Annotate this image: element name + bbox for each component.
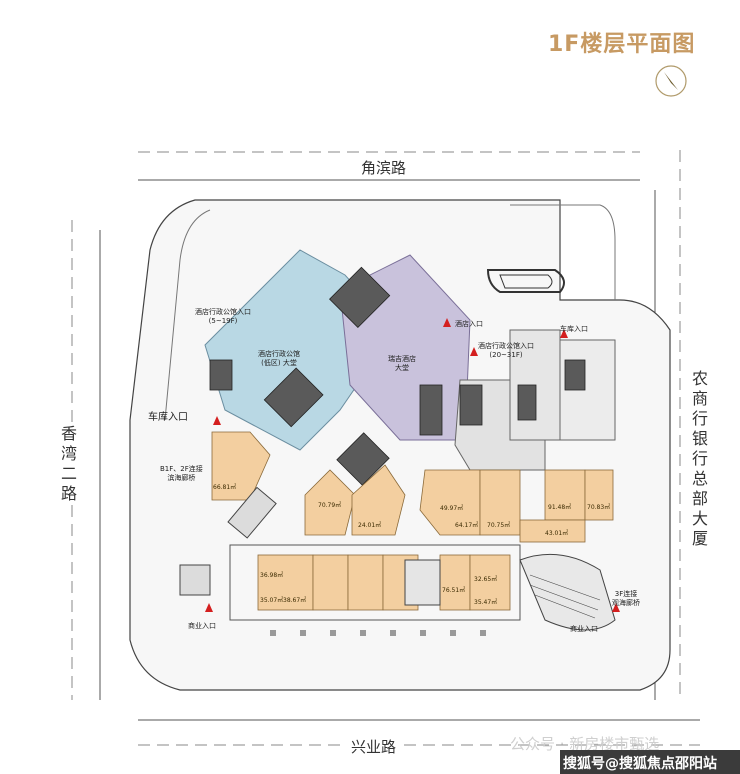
road-right-label: 农商行银行总部大厦: [686, 370, 710, 550]
unit-area: 35.07㎡: [260, 597, 284, 604]
unit-area: 38.67㎡: [283, 597, 307, 604]
wechat-watermark: 公众号 · 新房楼市甄选: [510, 735, 660, 753]
unit-area: 70.75㎡: [487, 522, 511, 529]
north-arrow-icon: [655, 65, 687, 97]
garage-entrance-right-label: 车库入口: [560, 325, 588, 333]
hotel-office-entrance-high-label: 酒店行政公馆入口 (20~31F): [478, 342, 534, 359]
commercial-entrance-left-label: 商业入口: [188, 622, 216, 630]
unit-area: 70.83㎡: [587, 504, 611, 511]
page-title: 1F楼层平面图: [548, 32, 696, 57]
unit-area: 35.47㎡: [474, 599, 498, 606]
unit-area: 49.97㎡: [440, 505, 464, 512]
hotel-entrance-label: 酒店入口: [455, 320, 483, 328]
unit-area: 64.17㎡: [455, 522, 479, 529]
unit-area: 91.48㎡: [548, 504, 572, 511]
unit-area: 43.01㎡: [545, 530, 569, 537]
road-top-label: 角滨路: [355, 157, 413, 178]
hotel-lobby-label: 瑞吉酒店 大堂: [388, 355, 416, 372]
road-bottom-label: 兴业路: [345, 736, 403, 757]
unit-area: 76.51㎡: [442, 587, 466, 594]
sohu-watermark-bg: [560, 750, 740, 774]
unit-area: 32.65㎡: [474, 576, 498, 583]
road-left-label: 香湾二路: [55, 425, 79, 505]
hotel-office-lobby-low-label: 酒店行政公馆 (低区) 大堂: [258, 350, 300, 367]
unit-area: 36.98㎡: [260, 572, 284, 579]
garage-entrance-left-label: 车库入口: [148, 412, 188, 423]
commercial-entrance-right-label: 商业入口: [570, 625, 598, 633]
hotel-office-entrance-low-label: 酒店行政公馆入口 (5~19F): [195, 308, 251, 325]
three-f-link-label: 3F连接 观海廊桥: [612, 590, 640, 607]
unit-area: 66.81㎡: [213, 484, 237, 491]
unit-area: 70.79㎡: [318, 502, 342, 509]
b1f-2f-link-label: B1F、2F连接 滨海廊桥: [160, 465, 203, 482]
sohu-watermark: 搜狐号@搜狐焦点邵阳站: [563, 756, 717, 772]
unit-area: 24.01㎡: [358, 522, 382, 529]
